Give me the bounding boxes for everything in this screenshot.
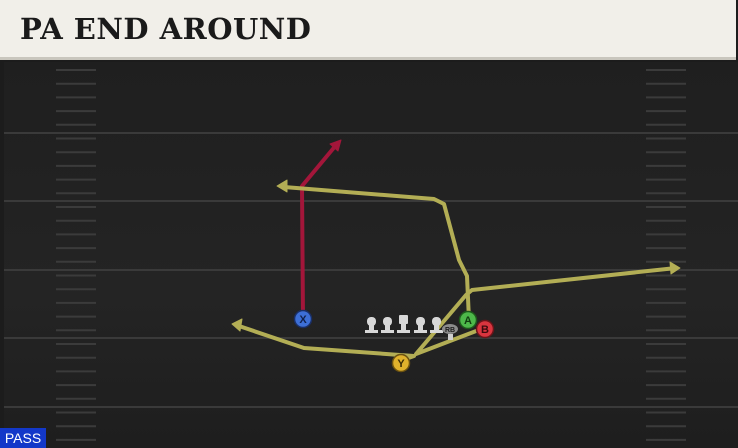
route-b-arrowhead bbox=[669, 261, 681, 275]
receiver-b[interactable]: B bbox=[475, 319, 495, 339]
offensive-line bbox=[365, 315, 443, 333]
play-field: RB X Y A B bbox=[4, 62, 738, 448]
play-title: PA END AROUND bbox=[20, 12, 312, 46]
receiver-b-label: B bbox=[481, 324, 489, 336]
x-button-icon[interactable] bbox=[293, 309, 313, 329]
play-header: PA END AROUND bbox=[0, 0, 736, 60]
route-a bbox=[282, 185, 471, 322]
yard-lines bbox=[4, 132, 738, 408]
center-icon bbox=[397, 315, 410, 333]
route-y-arrowhead bbox=[231, 318, 243, 332]
route-b bbox=[414, 266, 678, 356]
route-x-arrowhead bbox=[329, 139, 342, 152]
b-button-icon[interactable] bbox=[475, 319, 495, 339]
lineman-icon bbox=[381, 317, 394, 333]
lineman-icon bbox=[365, 317, 378, 333]
receiver-y-label: Y bbox=[397, 358, 405, 370]
a-button-icon[interactable] bbox=[458, 310, 478, 330]
lineman-icon bbox=[430, 317, 443, 333]
running-back: RB bbox=[442, 324, 458, 340]
route-x bbox=[300, 142, 339, 321]
receiver-y[interactable]: Y bbox=[391, 353, 411, 373]
play-type-badge: PASS bbox=[0, 428, 46, 448]
route-a-arrowhead bbox=[276, 179, 288, 193]
receiver-x[interactable]: X bbox=[293, 309, 313, 329]
receiver-x-label: X bbox=[299, 314, 307, 326]
y-button-icon[interactable] bbox=[391, 353, 411, 373]
lineman-icon bbox=[414, 317, 427, 333]
hash-marks bbox=[56, 69, 686, 441]
rb-label: RB bbox=[445, 327, 455, 334]
receiver-a[interactable]: A bbox=[458, 310, 478, 330]
receiver-a-label: A bbox=[464, 315, 472, 327]
play-diagram: RB X Y A B bbox=[4, 69, 738, 441]
